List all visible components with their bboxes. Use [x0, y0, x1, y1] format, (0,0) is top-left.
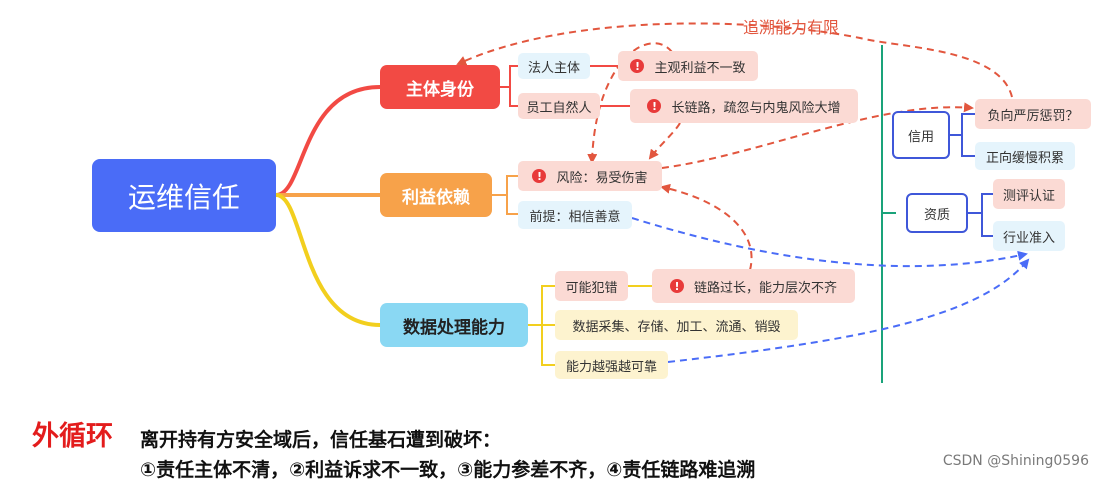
connector-root-capability [275, 193, 381, 327]
warning-icon: ! [630, 59, 645, 73]
dashed-arrow-premise-to-access [631, 217, 1028, 268]
branch-capability: 数据处理能力 [380, 303, 528, 347]
annotation-trace-limited: 追溯能力有限 [743, 18, 840, 37]
leaf-legal-entity: 法人主体 [518, 53, 590, 79]
leaf-employee: 员工自然人 [518, 93, 600, 119]
branch-identity: 主体身份 [380, 65, 500, 109]
connector-root-identity [275, 85, 381, 197]
leaf-risk: ! 风险：易受伤害 [518, 161, 662, 191]
issue-employee: ! 长链路，疏忽与内鬼风险大增 [630, 89, 858, 123]
outer-loop-title: 外循环 [32, 421, 113, 452]
connector-credit-children [950, 113, 975, 157]
watermark: CSDN @Shining0596 [942, 453, 1089, 469]
dashed-arrow-reliable-to-access [667, 258, 1030, 363]
outer-loop-line2: ①责任主体不清，②利益诉求不一致，③能力参差不齐，④责任链路难追溯 [140, 459, 756, 481]
dashed-arrow-error-to-risk [660, 183, 753, 271]
leaf-premise: 前提：相信善意 [518, 201, 632, 229]
issue-text: 主观利益不一致 [654, 60, 746, 76]
dashed-arrow-trace [456, 22, 1013, 98]
leaf-may-err: 可能犯错 [555, 271, 628, 301]
connector-interest-children [492, 175, 518, 215]
warning-icon: ! [669, 279, 684, 293]
issue-text: 链路过长，能力层次不齐 [693, 280, 837, 296]
leaf-industry-access: 行业准入 [993, 221, 1065, 251]
branch-interest: 利益依赖 [380, 173, 492, 217]
risk-text: 风险：易受伤害 [556, 170, 648, 186]
root-node: 运维信任 [92, 159, 276, 232]
issue-text: 长链路，疏忽与内鬼风险大增 [671, 100, 841, 116]
leaf-evaluation-cert: 测评认证 [993, 179, 1065, 209]
dashed-arrow-risk-to-credit [661, 102, 974, 169]
warning-icon: ! [647, 99, 662, 113]
dashed-arrow-longchain-to-risk [648, 122, 681, 160]
leaf-positive-accumulate: 正向缓慢积累 [975, 142, 1075, 170]
connector-capability-children [528, 285, 555, 366]
leaf-negative-punish: 负向严厉惩罚？ [975, 99, 1091, 129]
connector-identity-children [500, 65, 518, 107]
connector-qualification-children [968, 193, 993, 237]
leaf-data-lifecycle: 数据采集、存储、加工、流通、销毁 [555, 310, 798, 340]
issue-legal-entity: ! 主观利益不一致 [618, 51, 758, 81]
warning-icon: ! [532, 169, 547, 183]
node-credit: 信用 [892, 111, 950, 159]
leaf-reliable: 能力越强越可靠 [555, 351, 668, 379]
outer-loop-line1: 离开持有方安全域后，信任基石遭到破坏： [140, 429, 502, 451]
node-qualification: 资质 [906, 193, 968, 233]
issue-long-chain: ! 链路过长，能力层次不齐 [652, 269, 855, 303]
